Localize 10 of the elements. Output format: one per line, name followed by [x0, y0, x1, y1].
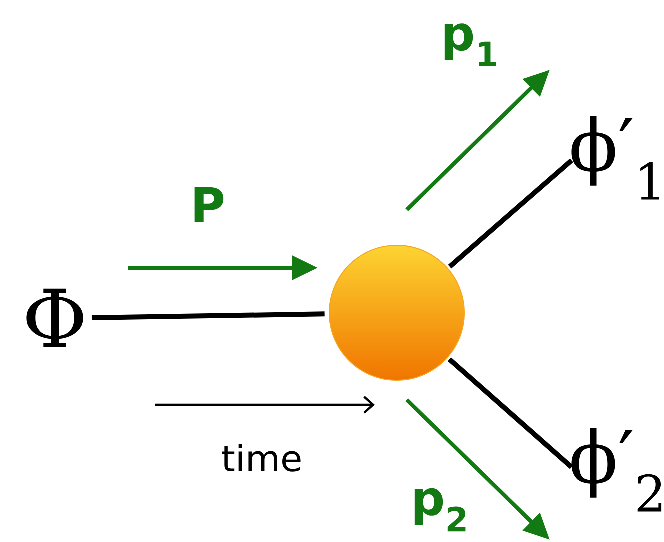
axis-label: time [222, 444, 301, 472]
momentum-label: p$_{2}$ [414, 488, 466, 532]
symbol-label: ϕ′$_{2}$ [572, 428, 662, 512]
momentum-label: P [194, 188, 224, 222]
symbol-label: Φ [26, 288, 84, 348]
line [448, 358, 574, 470]
symbol-label: ϕ′$_{1}$ [572, 116, 660, 200]
line [448, 158, 574, 269]
momentum-label: p$_{1}$ [444, 24, 496, 66]
line [92, 312, 325, 320]
